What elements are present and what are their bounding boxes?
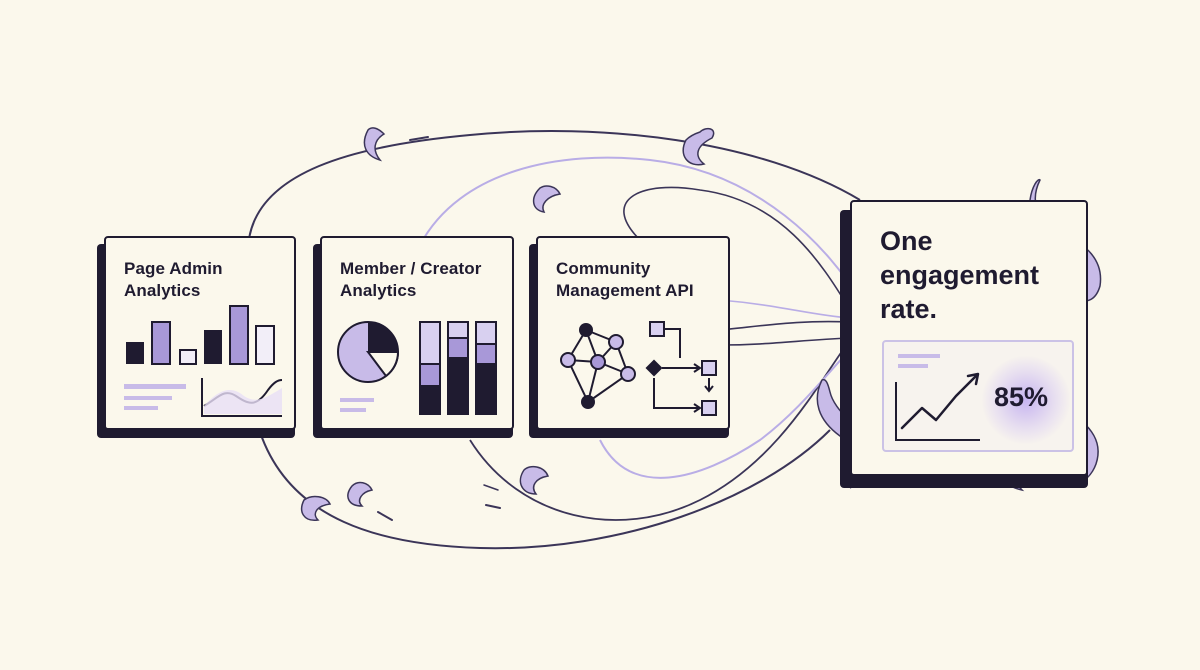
source-card-member-creator: Member / Creator Analytics	[320, 236, 514, 430]
source-title: Page Admin Analytics	[124, 259, 223, 300]
result-panel: 85%	[882, 340, 1074, 452]
engagement-rate-value: 85%	[994, 382, 1049, 412]
network-graph-icon	[560, 321, 717, 416]
source-title: Member / Creator Analytics	[340, 259, 482, 300]
source-card-community-api: Community Management API	[536, 236, 730, 430]
result-card: One engagement rate. 85%	[850, 200, 1088, 476]
highlight-glow	[982, 356, 1070, 444]
bar-chart-icon	[124, 305, 283, 417]
result-title: One engagement rate.	[880, 226, 1040, 324]
trend-up-chart-icon	[895, 354, 980, 441]
source-title: Community Management API	[556, 259, 694, 300]
pie-and-stacked-bar-icon	[337, 321, 497, 415]
source-card-page-admin: Page Admin Analytics	[104, 236, 296, 430]
